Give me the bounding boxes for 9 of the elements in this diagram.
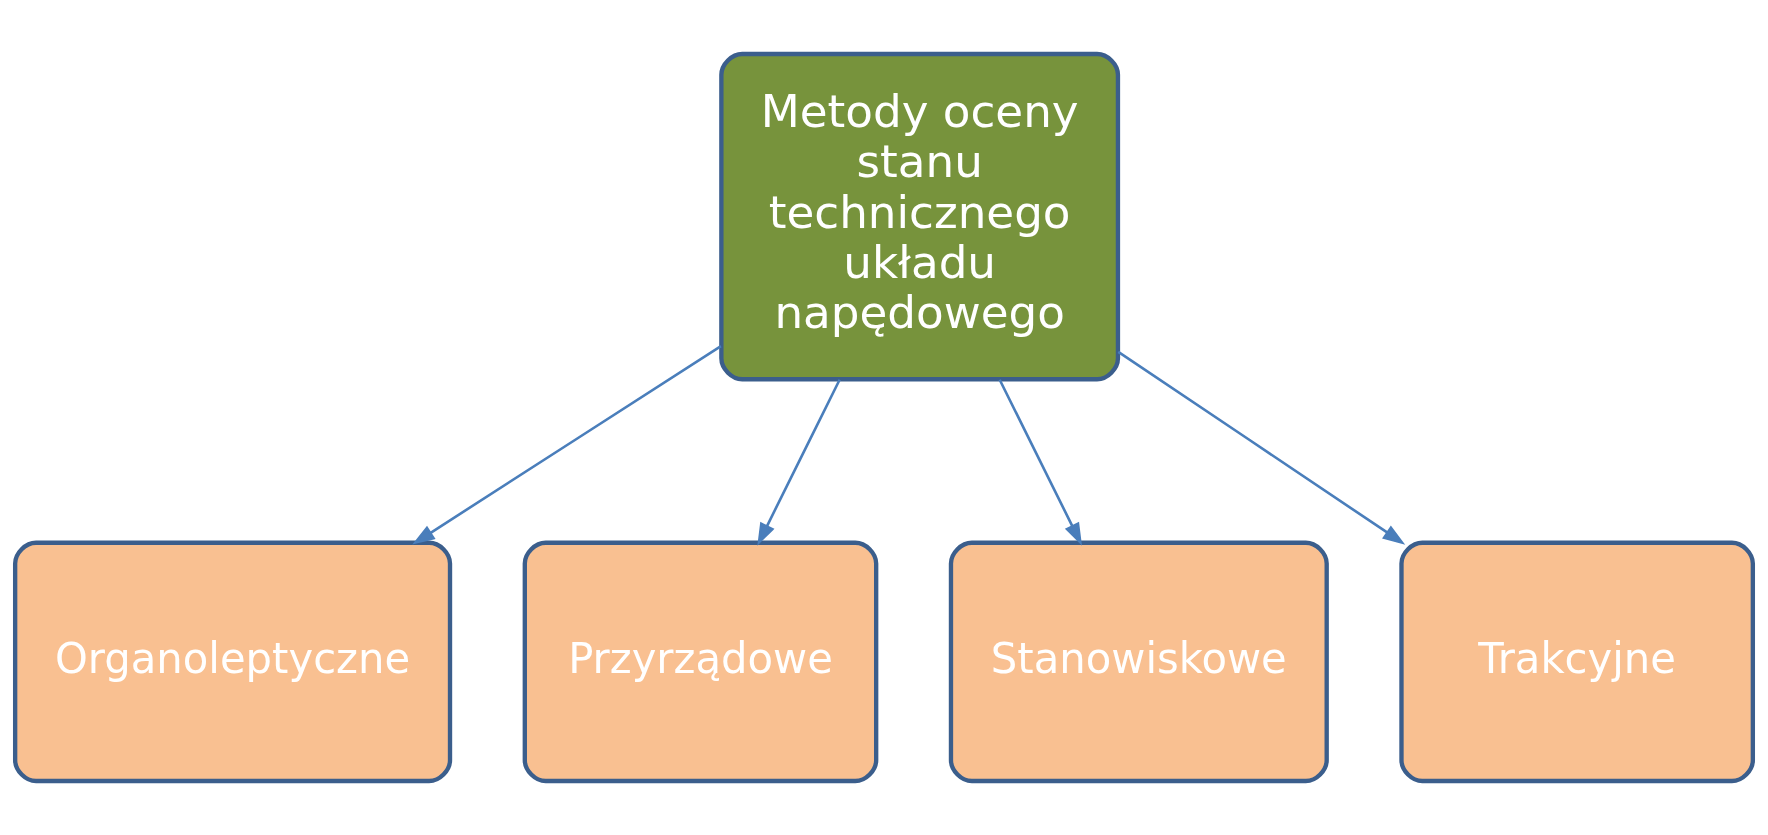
arrow bbox=[998, 379, 1082, 546]
arrow bbox=[757, 379, 841, 546]
node-box: Organoleptyczne bbox=[12, 540, 453, 784]
node-box: Przyrządowe bbox=[522, 540, 879, 784]
node-box: Metody oceny stanu technicznego układu napędowego bbox=[719, 51, 1121, 382]
arrow bbox=[1117, 350, 1406, 545]
node-box: Stanowiskowe bbox=[948, 540, 1329, 784]
node-box: Trakcyjne bbox=[1399, 540, 1756, 784]
arrow bbox=[412, 345, 722, 545]
